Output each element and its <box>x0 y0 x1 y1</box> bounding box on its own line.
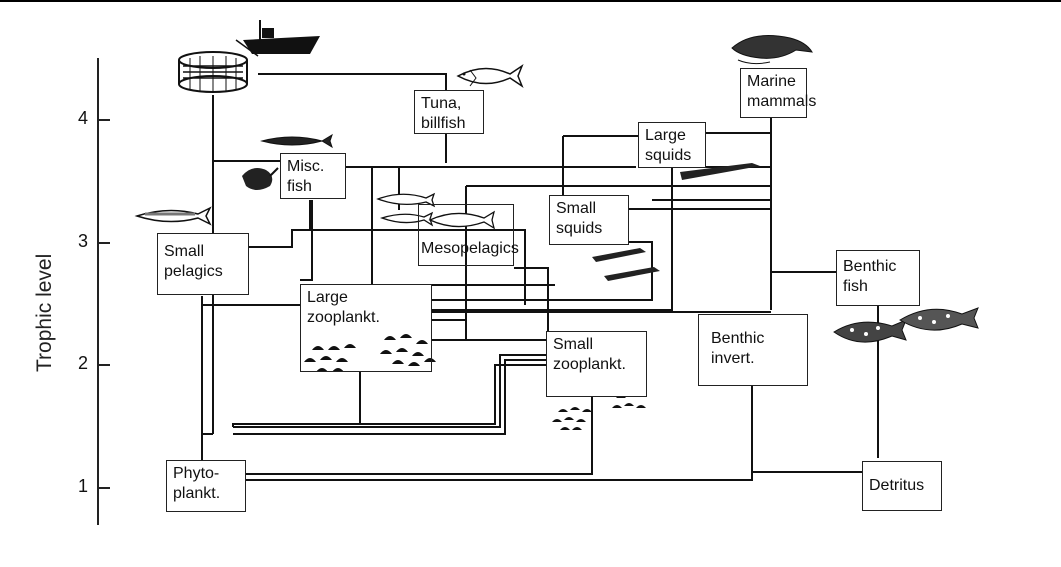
node-label: zooplankt. <box>307 309 380 326</box>
node-small-pelagics: Small pelagics <box>157 233 249 295</box>
node-mesopelagics: Mesopelagics <box>418 204 519 266</box>
node-label: Benthic <box>843 258 897 275</box>
misc-fish-icon <box>242 133 333 190</box>
fishing-net-icon <box>178 51 248 93</box>
y-axis-title: Trophic level <box>33 253 56 372</box>
node-label: billfish <box>421 115 466 132</box>
y-tick-label: 1 <box>77 476 88 496</box>
sardine-icon <box>134 206 212 226</box>
node-misc-fish: Misc. fish <box>280 153 346 199</box>
y-tick-label: 3 <box>77 231 88 251</box>
node-label: Tuna, <box>421 95 462 112</box>
node-large-squids: Large squids <box>638 122 706 168</box>
node-label: fish <box>843 278 868 295</box>
node-small-zooplankton: Small zooplankt. <box>546 331 647 397</box>
node-label: Misc. <box>287 158 325 175</box>
node-label: Benthic <box>711 330 765 347</box>
node-label: pelagics <box>164 263 223 280</box>
fishing-boat-icon <box>235 20 320 57</box>
node-label: zooplankt. <box>553 356 626 373</box>
top-rule <box>0 0 1061 2</box>
benthic-fish-icon <box>833 307 979 343</box>
node-label: fish <box>287 178 312 195</box>
trophic-links <box>201 73 879 481</box>
y-tick-label: 2 <box>77 353 88 373</box>
node-label: Phyto- <box>173 465 220 482</box>
y-axis <box>97 58 110 525</box>
node-label: squids <box>645 147 692 164</box>
squid-icon <box>592 163 760 281</box>
y-tick-label: 4 <box>77 108 88 128</box>
node-label: invert. <box>711 350 755 367</box>
node-large-zooplankton: Large zooplankt. <box>300 284 432 372</box>
node-label: Large <box>307 289 348 306</box>
node-label: squids <box>556 220 603 237</box>
node-label: mammals <box>747 93 817 110</box>
node-label: Small <box>553 336 594 353</box>
node-detritus: Detritus <box>862 461 942 511</box>
node-label: Small <box>556 200 597 217</box>
node-label: Marine <box>747 73 796 90</box>
node-tuna-billfish: Tuna, billfish <box>414 90 484 134</box>
node-label: Detritus <box>869 477 925 494</box>
node-benthic-invertebrates: Benthic invert. <box>698 314 808 386</box>
zooplankton-icon <box>304 334 646 430</box>
node-label: Small <box>164 243 205 260</box>
node-marine-mammals: Marine mammals <box>740 68 817 118</box>
node-phytoplankton: Phyto- plankt. <box>166 460 246 512</box>
node-benthic-fish: Benthic fish <box>836 250 920 306</box>
tuna-icon <box>456 64 524 88</box>
node-small-squids: Small squids <box>549 195 629 245</box>
node-label: Mesopelagics <box>421 240 519 257</box>
lanternfish-icon <box>376 192 496 230</box>
node-label: plankt. <box>173 485 221 502</box>
node-label: Large <box>645 127 686 144</box>
whale-icon <box>731 35 813 65</box>
